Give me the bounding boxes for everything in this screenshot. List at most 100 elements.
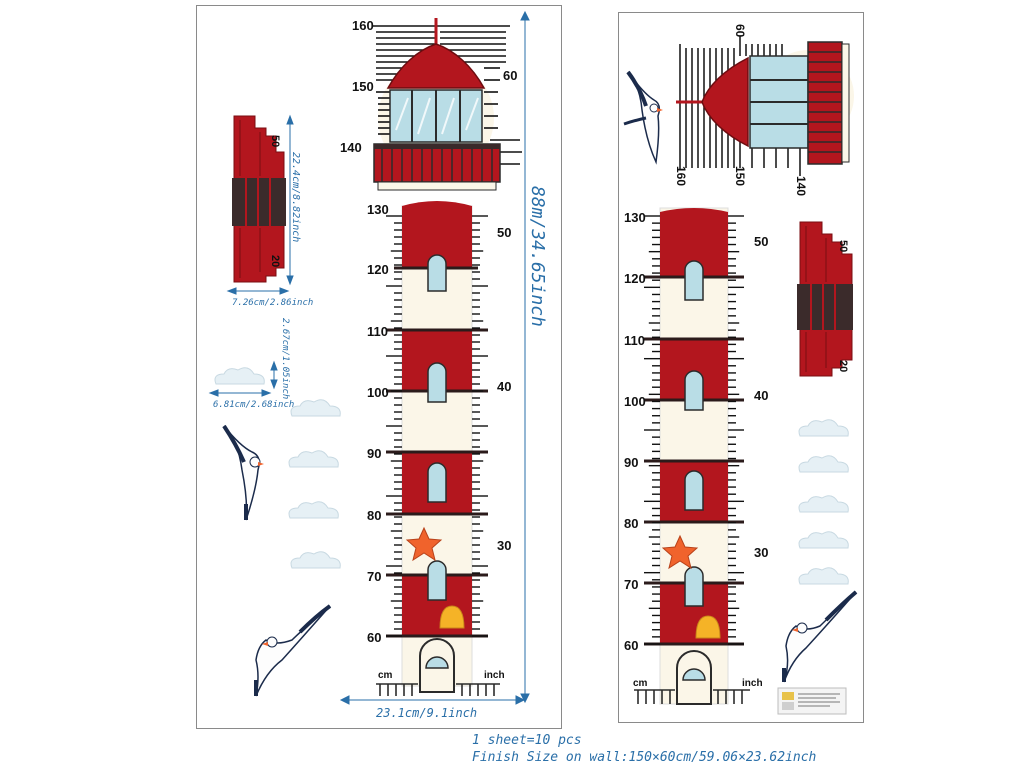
cloud-icon xyxy=(290,399,341,417)
tower-ruler-ticks xyxy=(644,215,744,645)
base-inch-label: inch xyxy=(484,670,505,681)
cloud-icons xyxy=(214,367,341,569)
right-inch-tick-labels: 50 40 30 xyxy=(754,234,768,560)
cloud-width-text: 6.81cm/2.68inch xyxy=(213,400,294,410)
lantern-gallery xyxy=(373,143,501,183)
lantern-mullions xyxy=(750,79,808,125)
lantern-roof xyxy=(386,43,486,89)
gallery-top-rail xyxy=(374,144,500,149)
glass-glare xyxy=(395,97,479,135)
width-dimension-text: 23.1cm/9.1inch xyxy=(376,706,477,720)
left-inch-tick-labels: 60 50 40 30 xyxy=(497,68,517,553)
small-piece-bottom-tick: 20 xyxy=(269,255,281,267)
tick-label-cm: 70 xyxy=(624,577,638,592)
base-fence xyxy=(376,683,500,696)
cloud-height-line xyxy=(270,360,278,390)
small-piece-top-tick: 50 xyxy=(837,240,849,252)
door-window xyxy=(682,668,706,681)
tower-band-1 xyxy=(402,201,472,268)
cloud-height-text: 2.67cm/1.05inch xyxy=(280,318,290,399)
lantern-tick-label: 150 xyxy=(733,166,747,186)
tick-label-cm: 110 xyxy=(624,333,645,348)
lantern-gallery xyxy=(807,41,843,165)
cloud-icon xyxy=(288,450,339,468)
small-piece-height-line xyxy=(286,114,294,286)
width-dimension-line xyxy=(339,695,526,705)
lantern-tick-label: 160 xyxy=(674,166,688,186)
starfish-icon xyxy=(405,526,443,562)
tick-label-cm: 80 xyxy=(624,516,638,531)
lantern-tick-label: 140 xyxy=(794,176,808,196)
small-piece-height-text: 22.4cm/8.82inch xyxy=(290,152,301,242)
small-tower-piece xyxy=(797,221,853,377)
cloud-width-line xyxy=(208,389,272,397)
lantern-roof xyxy=(701,56,749,148)
tick-label-cm: 70 xyxy=(367,569,381,584)
cloud-icon xyxy=(214,367,265,385)
tower-band-1 xyxy=(660,208,728,277)
base-cm-label: cm xyxy=(633,678,648,689)
shell-icon xyxy=(439,605,465,629)
seagull-icon xyxy=(254,604,332,697)
tick-label-cm: 80 xyxy=(367,508,381,523)
pieces-caption: 1 sheet=10 pcs xyxy=(472,733,582,748)
cloud-icon xyxy=(798,531,849,549)
seagull-icon xyxy=(782,590,858,683)
base-cm-label: cm xyxy=(378,670,393,681)
tick-label-cm: 90 xyxy=(624,455,638,470)
tick-label-cm: 100 xyxy=(367,385,389,400)
base-inch-label: inch xyxy=(742,678,763,689)
tick-label-inch: 40 xyxy=(754,388,768,403)
tick-label-cm: 60 xyxy=(624,638,638,653)
left-cm-tick-labels: 160 150 140 130 120 110 100 90 80 70 60 xyxy=(340,18,389,645)
gallery-base xyxy=(377,181,497,191)
cloud-icons xyxy=(798,419,849,585)
cloud-icon xyxy=(798,567,849,585)
tick-label-inch: 30 xyxy=(497,538,511,553)
gallery-bars xyxy=(381,149,493,182)
gallery-base xyxy=(841,43,850,163)
tick-label-inch: 60 xyxy=(503,68,517,83)
cloud-icon xyxy=(288,501,339,519)
finish-size-caption: Finish Size on wall:150×60cm/59.06×23.62… xyxy=(472,750,817,765)
tower-windows xyxy=(684,260,704,607)
tick-label-inch: 50 xyxy=(497,225,511,240)
cloud-icon xyxy=(798,495,849,513)
tick-label-cm: 130 xyxy=(624,210,646,225)
small-piece-top-tick: 50 xyxy=(269,135,281,147)
seagull-icon xyxy=(222,424,264,521)
height-dimension-text: 88m/34.65inch xyxy=(527,186,548,327)
tick-label-cm: 120 xyxy=(624,271,646,286)
small-piece-width-text: 7.26cm/2.86inch xyxy=(232,298,313,308)
right-cm-tick-labels: 130 120 110 100 90 80 70 60 xyxy=(624,210,646,653)
gallery-bars xyxy=(808,51,842,153)
tick-label-cm: 140 xyxy=(340,140,362,155)
tick-label-cm: 60 xyxy=(367,630,381,645)
height-dimension-line xyxy=(520,10,530,704)
seagull-icon xyxy=(623,70,663,165)
tick-label-inch: 40 xyxy=(497,379,511,394)
base-fence xyxy=(634,689,750,704)
tower-ruler-ticks xyxy=(386,215,488,637)
tick-label-cm: 130 xyxy=(367,202,389,217)
tick-label-cm: 160 xyxy=(352,18,374,33)
tower-windows xyxy=(427,254,447,601)
cloud-icon xyxy=(798,419,849,437)
tick-label-inch: 30 xyxy=(754,545,768,560)
cloud-icon xyxy=(798,455,849,473)
tick-label-cm: 90 xyxy=(367,446,381,461)
door-window xyxy=(425,656,449,669)
product-label-sticker xyxy=(777,687,847,715)
small-tower-piece xyxy=(232,115,286,283)
tick-label-inch: 50 xyxy=(754,234,768,249)
small-piece-width-line xyxy=(226,287,290,295)
tick-label-cm: 110 xyxy=(367,324,388,339)
shell-icon xyxy=(695,615,721,639)
lantern-inch-tick: 60 xyxy=(733,24,747,38)
small-piece-bottom-tick: 20 xyxy=(837,360,849,372)
tick-label-cm: 100 xyxy=(624,394,646,409)
tick-label-cm: 120 xyxy=(367,262,389,277)
starfish-icon xyxy=(661,534,699,570)
